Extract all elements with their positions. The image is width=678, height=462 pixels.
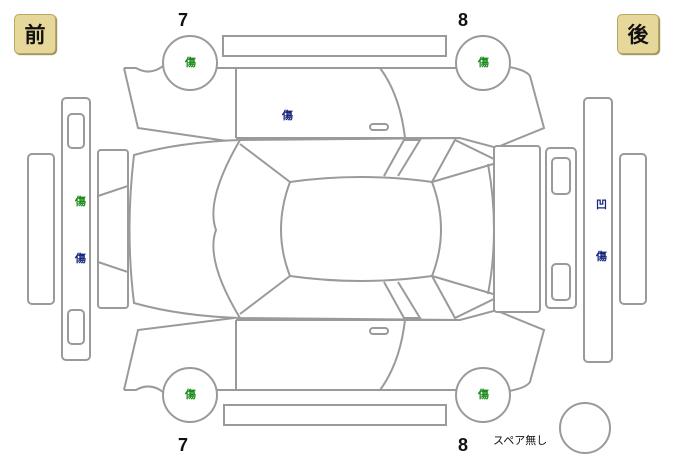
- hood-line: [212, 139, 241, 319]
- mark-front-left-door: 傷: [282, 109, 293, 122]
- mark-wheel-bottom-right: 傷: [478, 388, 489, 401]
- front-right-headlight: [67, 309, 85, 345]
- rear-left-taillight: [551, 157, 571, 195]
- right-door-outline: [236, 319, 406, 391]
- front-grille: [97, 149, 129, 309]
- mark-wheel-top-right: 傷: [478, 56, 489, 69]
- wheel-number-top-right: 8: [458, 10, 469, 30]
- left-door-outline: [236, 67, 406, 139]
- right-side-sill: [223, 404, 447, 426]
- mark-rear-bumper-upper: 凹: [596, 198, 607, 211]
- front-bumper: [61, 97, 91, 361]
- left-front-fender-line: [124, 65, 164, 73]
- left-front-fender-lower: [123, 67, 235, 143]
- spare-label: スペア無し: [493, 434, 548, 447]
- rear-left-pillar: [431, 138, 503, 183]
- left-side-sill: [222, 35, 447, 57]
- rear-right-taillight: [551, 263, 571, 301]
- rear-section: [493, 97, 647, 363]
- wheels: [162, 35, 511, 423]
- spare-tire: [559, 402, 611, 454]
- left-mirror-accent: [383, 139, 422, 177]
- front-section: [27, 97, 129, 361]
- front-bumper-outer: [27, 153, 55, 305]
- wheel-number-bottom-right: 8: [458, 435, 469, 455]
- left-door-handle: [369, 123, 389, 131]
- rear-badge: 後: [617, 14, 659, 54]
- grille-line-bottom: [97, 261, 129, 273]
- front-left-headlight: [67, 113, 85, 149]
- rear-bumper: [583, 97, 613, 363]
- right-mirror-accent: [383, 281, 422, 319]
- right-side-view: [123, 293, 546, 426]
- right-front-pillar: [213, 320, 237, 391]
- mark-wheel-top-left: 傷: [185, 56, 196, 69]
- mark-front-bumper-upper: 傷: [75, 195, 86, 208]
- wheel-top-left: [162, 35, 218, 91]
- right-front-fender-lower: [123, 317, 235, 391]
- windshield-right-edge: [239, 275, 291, 315]
- grille-line-top: [97, 185, 129, 197]
- roof-panel: [280, 176, 442, 282]
- wheel-bottom-left: [162, 367, 218, 423]
- mark-wheel-bottom-left: 傷: [185, 388, 196, 401]
- wheel-top-right: [455, 35, 511, 91]
- wheel-number-bottom-left: 7: [178, 435, 189, 455]
- rear-trunk-panel: [493, 145, 541, 313]
- rear-bumper-outer: [619, 153, 647, 305]
- top-view-body: [128, 136, 506, 322]
- right-front-fender-line: [124, 385, 164, 393]
- rear-right-pillar: [431, 275, 503, 320]
- wheel-bottom-right: [455, 367, 511, 423]
- right-door-handle: [369, 327, 389, 335]
- wheel-number-top-left: 7: [178, 10, 189, 30]
- windshield-left-edge: [239, 143, 291, 183]
- left-front-pillar: [213, 67, 237, 138]
- mark-front-bumper-lower: 傷: [75, 252, 86, 265]
- mark-rear-bumper-lower: 傷: [596, 250, 607, 263]
- front-badge: 前: [14, 14, 56, 54]
